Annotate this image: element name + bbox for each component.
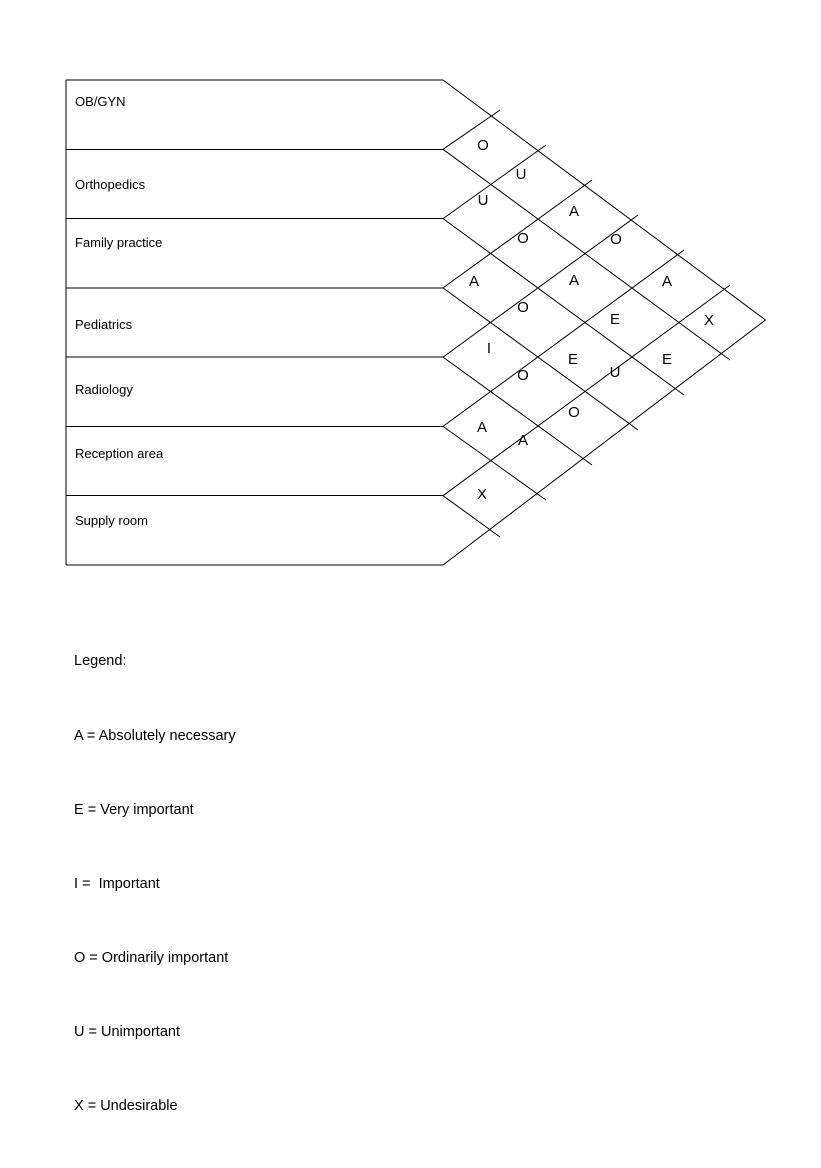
rating-cell: U — [610, 364, 621, 381]
rating-cell: O — [517, 230, 529, 247]
rating-cell: A — [662, 273, 672, 290]
rating-cell: X — [477, 486, 487, 503]
rating-column-5: A E — [662, 273, 672, 368]
rating-cell: O — [568, 404, 580, 421]
legend-entry-e: E = Very important — [74, 801, 194, 818]
activity-list-box — [65, 79, 443, 566]
rating-column-6: X — [704, 312, 714, 329]
activity-labels: OB/GYN Orthopedics Family practice Pedia… — [75, 94, 164, 528]
activity-label-1: Orthopedics — [75, 177, 146, 192]
rating-column-4: O E U — [610, 231, 622, 381]
activity-label-3: Pediatrics — [75, 317, 133, 332]
rating-column-2: U O O O A — [516, 166, 529, 449]
rating-cell: A — [569, 203, 579, 220]
legend: Legend: A = Absolutely necessary E = Ver… — [74, 600, 236, 1168]
rating-cell: U — [516, 166, 527, 183]
activity-label-5: Reception area — [75, 446, 164, 461]
relationship-chart-svg: OB/GYN Orthopedics Family practice Pedia… — [65, 79, 766, 566]
rating-cell: E — [662, 351, 672, 368]
rating-cell: O — [517, 367, 529, 384]
activity-label-0: OB/GYN — [75, 94, 126, 109]
rating-column-3: A A E O — [568, 203, 580, 421]
legend-entry-u: U = Unimportant — [74, 1023, 180, 1040]
rating-cell: E — [568, 351, 578, 368]
diamond-lattice-up — [442, 109, 766, 566]
rating-cell: A — [518, 432, 528, 449]
legend-entry-a: A = Absolutely necessary — [74, 727, 236, 744]
rating-cell: X — [704, 312, 714, 329]
rating-cell: A — [569, 272, 579, 289]
legend-entry-o: O = Ordinarily important — [74, 949, 229, 966]
activity-label-2: Family practice — [75, 235, 162, 250]
activity-label-6: Supply room — [75, 513, 148, 528]
legend-heading: Legend: — [74, 653, 127, 670]
rating-cell: A — [477, 419, 487, 436]
relationship-chart: OB/GYN Orthopedics Family practice Pedia… — [65, 79, 766, 1114]
legend-entry-i: I = Important — [74, 875, 160, 892]
activity-label-4: Radiology — [75, 382, 133, 397]
legend-entry-x: X = Undesirable — [74, 1098, 178, 1115]
rating-cell: E — [610, 311, 620, 328]
rating-column-1: O U A I A X — [469, 137, 491, 503]
rating-cell: I — [487, 340, 491, 357]
rating-cell: O — [477, 137, 489, 154]
rating-cell: U — [478, 192, 489, 209]
rating-cell: O — [610, 231, 622, 248]
rating-cell: O — [517, 299, 529, 316]
rating-cell: A — [469, 273, 479, 290]
